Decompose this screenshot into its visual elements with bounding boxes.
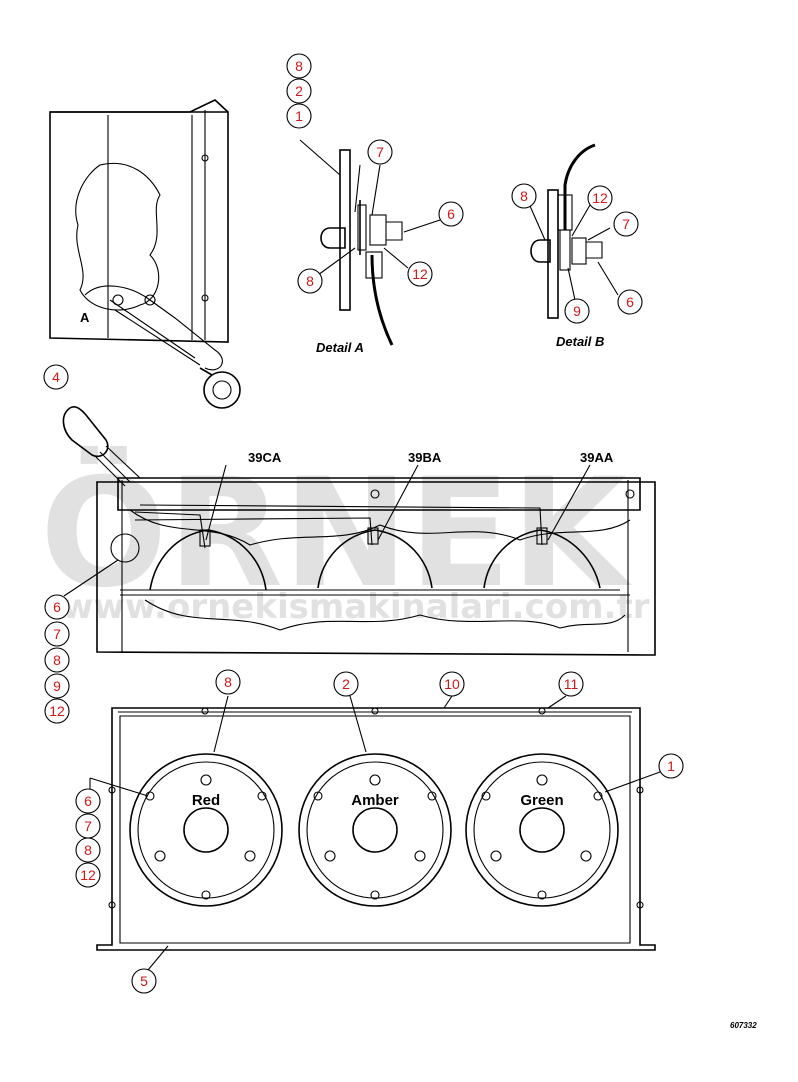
callout-ft-2: 2 xyxy=(333,671,359,697)
callout-db-5: 6 xyxy=(617,289,643,315)
callout-fl-2: 7 xyxy=(75,813,101,839)
svg-text:8: 8 xyxy=(84,842,92,858)
lamp-color-amber: Amber xyxy=(351,792,399,809)
svg-text:4: 4 xyxy=(52,369,60,385)
svg-text:12: 12 xyxy=(592,190,608,206)
lamp-green: Green xyxy=(465,753,619,907)
watermark-logo: ÖRNEK xyxy=(40,445,632,621)
callout-db-2: 12 xyxy=(587,185,613,211)
callout-db-4: 9 xyxy=(564,298,590,324)
callout-da-3: 8 xyxy=(297,268,323,294)
svg-text:10: 10 xyxy=(444,676,460,692)
callout-front-bottom: 5 xyxy=(131,968,157,994)
detail-b-view: Detail B xyxy=(530,143,604,349)
harness-connector xyxy=(62,406,141,487)
svg-text:8: 8 xyxy=(295,58,303,74)
enclosure-side-view: A xyxy=(49,99,241,409)
svg-text:8: 8 xyxy=(224,674,232,690)
callouts: 8 2 1 7 6 8 12 8 12 7 9 6 4 6 7 8 9 12 8… xyxy=(43,53,684,994)
lamp-red: Red xyxy=(129,753,283,907)
callout-left-3: 8 xyxy=(44,647,70,673)
callout-connector: 4 xyxy=(43,364,69,390)
callout-db-3: 7 xyxy=(613,211,639,237)
lamp-id-39ca: 39CA xyxy=(248,450,282,465)
detail-a-view: Detail A xyxy=(299,139,403,355)
svg-text:6: 6 xyxy=(626,294,634,310)
callout-ft-3: 10 xyxy=(439,671,465,697)
signal-light-front-view: Red Amber Green xyxy=(96,707,656,951)
callout-front-right: 1 xyxy=(658,753,684,779)
svg-text:7: 7 xyxy=(84,818,92,834)
callout-fl-3: 8 xyxy=(75,837,101,863)
detail-b-label: Detail B xyxy=(556,334,604,349)
svg-text:7: 7 xyxy=(376,144,384,160)
svg-text:6: 6 xyxy=(447,206,455,222)
enclosure-top-view: 39CA 39BA 39AA xyxy=(96,450,656,656)
callout-ft-4: 11 xyxy=(558,671,584,697)
callout-da-4: 12 xyxy=(407,261,433,287)
svg-text:9: 9 xyxy=(53,678,61,694)
lamp-id-39aa: 39AA xyxy=(580,450,614,465)
svg-text:2: 2 xyxy=(295,83,303,99)
svg-text:5: 5 xyxy=(140,973,148,989)
callout-fl-4: 12 xyxy=(75,862,101,888)
svg-text:1: 1 xyxy=(667,758,675,774)
svg-text:7: 7 xyxy=(622,216,630,232)
watermark: ÖRNEK www.ornekismakinalari.com.tr xyxy=(40,445,650,627)
svg-text:1: 1 xyxy=(295,108,303,124)
svg-text:8: 8 xyxy=(520,188,528,204)
callout-left-5: 12 xyxy=(44,698,70,724)
callout-left-2: 7 xyxy=(44,621,70,647)
svg-text:6: 6 xyxy=(53,599,61,615)
callout-left-1: 6 xyxy=(44,594,70,620)
callout-ft-1: 8 xyxy=(215,669,241,695)
callout-fl-1: 6 xyxy=(75,788,101,814)
callout-db-1: 8 xyxy=(511,183,537,209)
part-number: 607332 xyxy=(730,1021,757,1030)
callout-top-2: 2 xyxy=(286,78,312,104)
svg-text:8: 8 xyxy=(306,273,314,289)
callout-top-3: 1 xyxy=(286,103,312,129)
svg-text:8: 8 xyxy=(53,652,61,668)
lamp-color-green: Green xyxy=(520,792,563,809)
callout-da-1: 7 xyxy=(367,139,393,165)
callout-da-2: 6 xyxy=(438,201,464,227)
svg-text:11: 11 xyxy=(564,676,579,692)
lamp-amber: Amber xyxy=(298,753,452,907)
callout-left-4: 9 xyxy=(44,673,70,699)
svg-text:12: 12 xyxy=(80,867,96,883)
svg-text:2: 2 xyxy=(342,676,350,692)
part-letter: A xyxy=(80,310,90,325)
svg-text:9: 9 xyxy=(573,303,581,319)
lamp-color-red: Red xyxy=(192,792,220,809)
svg-text:12: 12 xyxy=(49,703,65,719)
detail-a-label: Detail A xyxy=(316,340,364,355)
leader-lines xyxy=(63,164,661,971)
svg-text:7: 7 xyxy=(53,626,61,642)
callout-top-1: 8 xyxy=(286,53,312,79)
lamp-id-39ba: 39BA xyxy=(408,450,442,465)
svg-text:12: 12 xyxy=(412,266,428,282)
svg-text:6: 6 xyxy=(84,793,92,809)
watermark-url: www.ornekismakinalari.com.tr xyxy=(62,587,650,627)
